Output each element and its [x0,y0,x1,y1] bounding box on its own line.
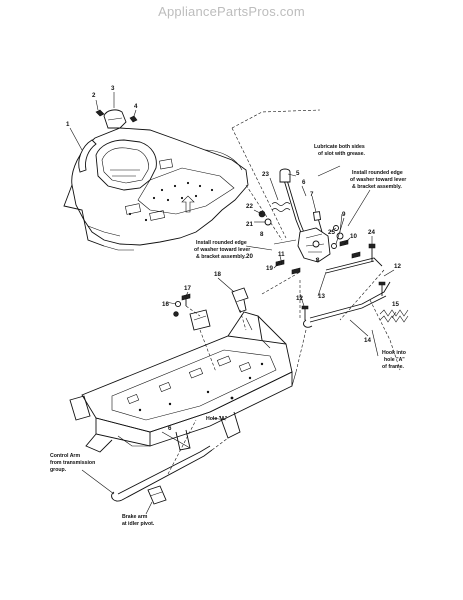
callout-6: 6 [302,179,306,186]
callout-16: 16 [162,301,169,308]
note-text-line: at idler pivot. [122,521,155,527]
callout-7: 7 [310,191,314,198]
note-install-left: Install rounded edge of washer toward le… [194,240,250,260]
tractor-frame [69,311,297,453]
callout-14: 14 [364,337,371,344]
part-12-bolts [301,281,386,320]
note-text-line: of frame. [382,364,404,370]
note-text-line: Hole "A" [206,416,228,422]
callout-12-lower: 12 [296,295,303,302]
callout-20: 20 [246,253,253,260]
brake-arm [147,485,167,505]
part-18-bracket [231,287,249,313]
bracket-hardware [275,225,361,275]
callout-19: 19 [266,265,273,272]
note-text-line: group. [50,467,67,473]
callout-23: 23 [262,171,269,178]
leader-lines [161,173,397,449]
callout-21: 21 [246,221,253,228]
note-text-line: Lubricate both sides [314,144,365,150]
note-text-line: of slot with grease. [318,151,366,157]
parts-16-17 [173,293,191,317]
callout-numbers: 1 2 3 4 5 6 7 8 9 10 11 12 13 14 15 16 1… [66,85,401,432]
part-24-bolt [368,243,376,262]
note-text-line: hole "A" [384,357,405,363]
note-control-arm: Control Arm from transmission group. [50,453,95,473]
callout-17: 17 [184,285,191,292]
lever-bracket [297,211,331,263]
callout-9: 9 [342,211,346,218]
note-lubricate: Lubricate both sides of slot with grease… [314,144,366,157]
note-install-right: Install rounded edge of washer toward le… [350,170,406,190]
note-text-line: Install rounded edge [352,170,403,176]
note-text-line: Install rounded edge [196,240,247,246]
callout-4: 4 [134,103,138,110]
callout-25: 25 [328,229,335,236]
fender-assembly [63,127,249,251]
note-brake-arm: Brake arm at idler pivot. [122,514,155,527]
callout-5: 5 [296,170,300,177]
part-5-lever [279,168,308,241]
note-text-line: Brake arm [122,514,148,520]
part-15-spring [379,309,409,323]
part-3-cap [103,109,127,129]
callout-24: 24 [368,229,375,236]
callout-12: 12 [394,263,401,270]
parts-21-23 [258,202,291,226]
callout-1: 1 [66,121,70,128]
callout-10: 10 [350,233,357,240]
watermark: AppliancePartsPros.com [158,4,305,19]
note-text-line: Hook into [382,350,406,356]
part-1-handle [78,139,97,173]
callout-13: 13 [318,293,325,300]
note-hole-a: Hole "A" [206,416,228,422]
callout-11: 11 [278,251,285,258]
part-14-rod [303,281,391,328]
part-13-rod [325,257,383,274]
callout-22: 22 [246,203,253,210]
note-text-line: Control Arm [50,453,80,459]
frame-mount [189,309,211,331]
callout-2: 2 [92,92,96,99]
note-text-line: & bracket assembly. [196,254,246,260]
callout-8: 8 [260,231,264,238]
note-text-line: & bracket assembly. [352,184,402,190]
part-10-bolt [339,239,349,247]
callout-18: 18 [214,271,221,278]
part-2-screw [95,109,105,117]
callout-3: 3 [111,85,115,92]
part-4-screw [129,115,138,123]
note-hook: Hook into hole "A" of frame. [382,350,406,370]
note-text-line: of washer toward lever [194,247,250,253]
callout-15: 15 [392,301,399,308]
callout-8-right: 8 [316,257,320,264]
note-text-line: from transmission [50,460,95,466]
callout-6-lower: 6 [168,425,172,432]
note-text-line: of washer toward lever [350,177,406,183]
